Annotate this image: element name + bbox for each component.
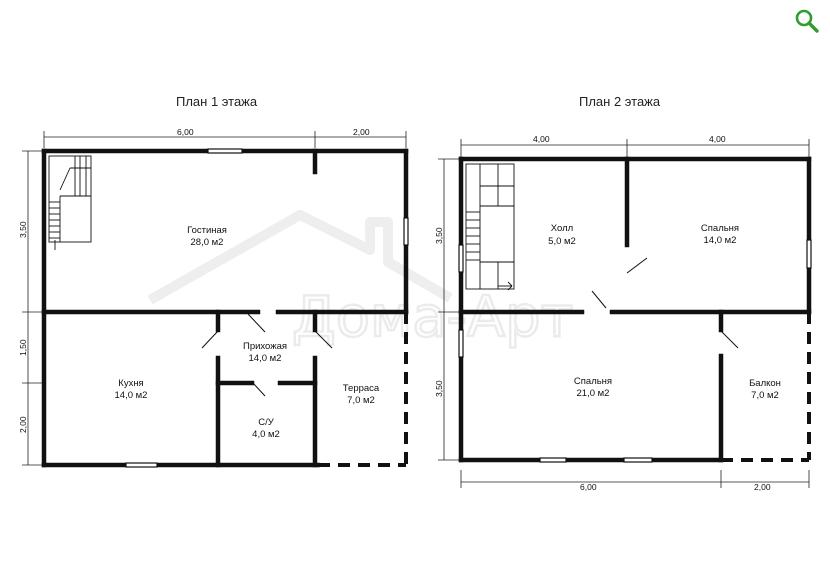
plan2-walls	[458, 156, 812, 463]
plan2-title: План 2 этажа	[579, 94, 661, 109]
plan2-dim-bottom-left: 6,00	[580, 482, 597, 492]
room-hall-area: 14,0 м2	[249, 353, 282, 364]
room-bath-name: С/У	[258, 417, 275, 428]
room2-bedroom-large-name: Спальня	[574, 376, 612, 387]
plan1-dimension-lines	[22, 131, 407, 466]
room2-bedroom-small-name: Спальня	[701, 223, 739, 234]
plan2-dim-bottom-right: 2,00	[754, 482, 771, 492]
plan2-dimension-lines	[438, 139, 810, 488]
room-living-area: 28,0 м2	[191, 237, 224, 248]
room2-balcony-area: 7,0 м2	[751, 390, 779, 401]
plan2-doors	[591, 257, 739, 349]
plan2-balcony-edge	[721, 312, 811, 462]
plan1-walls	[41, 148, 409, 468]
plan1-dim-left-bot: 2,00	[18, 416, 28, 433]
plan1-title: План 1 этажа	[176, 94, 258, 109]
room-terrace-area: 7,0 м2	[347, 395, 375, 406]
plan1-dim-top-left: 6,00	[177, 127, 194, 137]
room2-bedroom-large-area: 21,0 м2	[577, 388, 610, 399]
room2-hall-area: 5,0 м2	[548, 236, 576, 247]
plan2	[438, 139, 812, 488]
plan1-windows	[125, 148, 409, 468]
plan1-dim-top-right: 2,00	[353, 127, 370, 137]
room2-balcony-name: Балкон	[749, 378, 781, 389]
plan1-dim-left-top: 3,50	[18, 221, 28, 238]
room-bath-area: 4,0 м2	[252, 429, 280, 440]
plan2-dim-left-bot: 3,50	[434, 380, 444, 397]
plan1-doors	[201, 313, 333, 397]
room-kitchen-area: 14,0 м2	[115, 390, 148, 401]
plan2-dim-top-left: 4,00	[533, 134, 550, 144]
room2-hall-name: Холл	[551, 223, 573, 234]
plan2-dim-left-top: 3,50	[434, 227, 444, 244]
svg-text:Дома-Арт: Дома-Арт	[292, 285, 573, 350]
room-kitchen-name: Кухня	[118, 378, 143, 389]
plan2-windows	[458, 239, 812, 463]
room-living-name: Гостиная	[187, 225, 227, 236]
watermark: Дома-Арт	[147, 210, 575, 351]
plan1-terrace-edge	[318, 312, 408, 467]
plan1-dim-left-mid: 1,50	[18, 339, 28, 356]
room-hall-name: Прихожая	[243, 341, 287, 352]
plan2-stairs	[465, 163, 515, 291]
room-terrace-name: Терраса	[343, 383, 380, 394]
plan2-dim-top-right: 4,00	[709, 134, 726, 144]
plan1-stairs	[48, 155, 92, 250]
room2-bedroom-small-area: 14,0 м2	[704, 235, 737, 246]
magnifier-icon[interactable]	[794, 8, 820, 34]
plan1	[22, 131, 409, 468]
